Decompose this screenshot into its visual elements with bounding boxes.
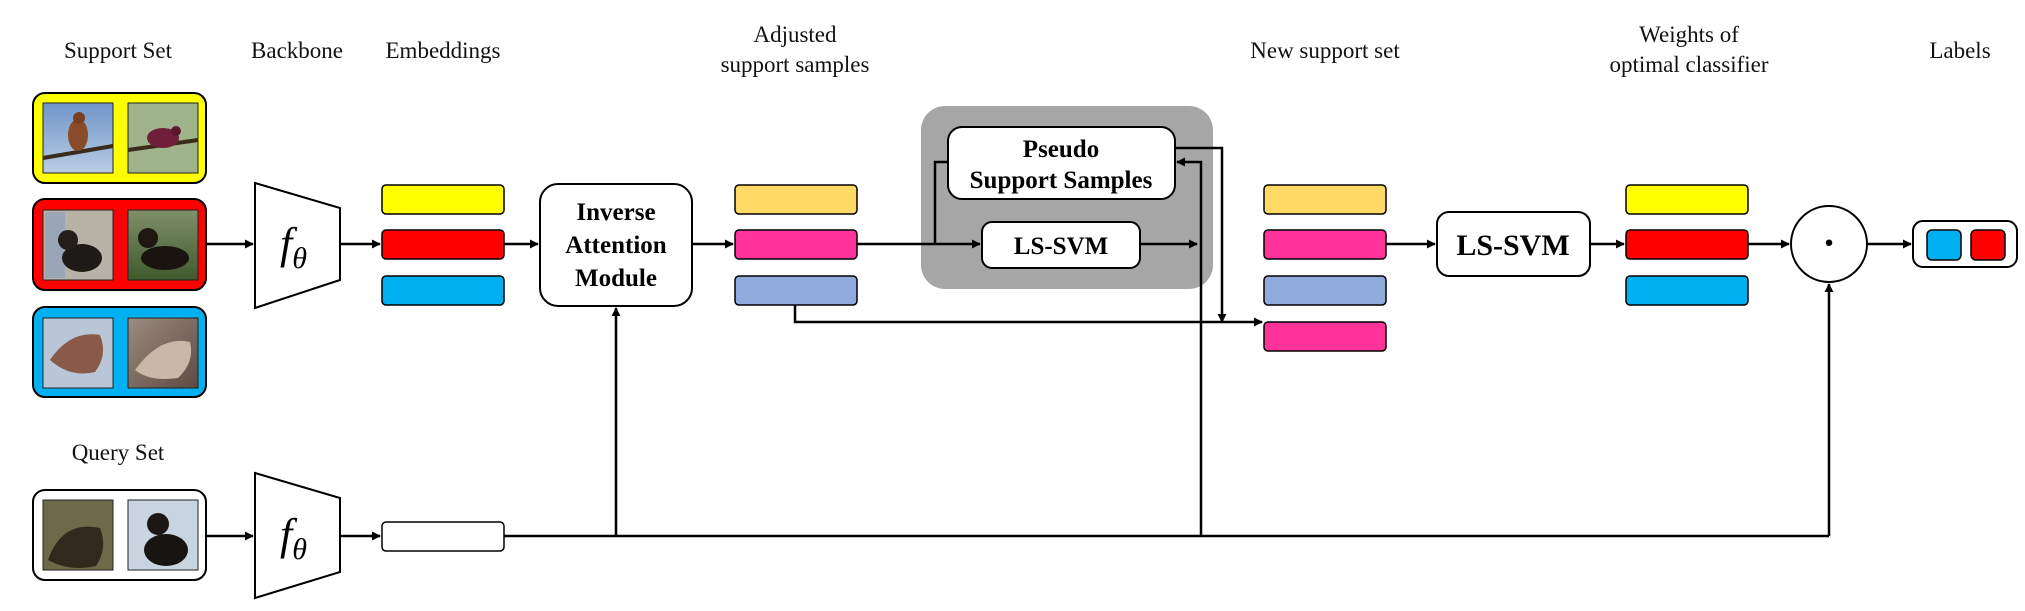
backbone-label: Backbone bbox=[251, 38, 343, 63]
adjusted-sample-bar bbox=[734, 229, 858, 260]
support-set-label: Support Set bbox=[64, 38, 173, 63]
pseudo-support-line1: Pseudo bbox=[1023, 136, 1099, 163]
ls-svm-inner-label: LS-SVM bbox=[1014, 233, 1108, 260]
inverse-attention-line1: Inverse bbox=[576, 199, 655, 226]
output-label-swatch bbox=[1970, 229, 2006, 261]
ls-svm-main-label: LS-SVM bbox=[1456, 229, 1569, 262]
adjusted-label-line1: Adjusted bbox=[753, 22, 837, 47]
classifier-weight-bar bbox=[1625, 229, 1749, 260]
dog-image bbox=[42, 209, 114, 281]
weights-label-line1: Weights of bbox=[1639, 22, 1739, 47]
pseudo-support-line2: Support Samples bbox=[970, 167, 1153, 194]
embeddings-label: Embeddings bbox=[386, 38, 501, 63]
output-labels-box bbox=[1912, 220, 2018, 268]
backbone-query: fθ bbox=[254, 471, 341, 600]
bird-image bbox=[127, 102, 199, 174]
query-set-group bbox=[32, 489, 207, 581]
dinosaur-image bbox=[127, 317, 199, 389]
inverse-attention-module: Inverse Attention Module bbox=[539, 183, 693, 307]
backbone-subscript: θ bbox=[292, 242, 307, 275]
adjusted-sample-bar bbox=[734, 275, 858, 306]
flow-arrows bbox=[206, 146, 1912, 541]
labels-label: Labels bbox=[1929, 38, 1990, 63]
new-support-bar bbox=[1263, 275, 1387, 306]
backbone-subscript: θ bbox=[292, 533, 307, 566]
embedding-bar bbox=[381, 229, 505, 260]
weights-label-line2: optimal classifier bbox=[1609, 52, 1768, 77]
inverse-attention-line3: Module bbox=[575, 265, 657, 292]
support-group-yellow bbox=[32, 92, 207, 184]
ls-svm-main-box: LS-SVM bbox=[1436, 211, 1591, 277]
classifier-weight-bar bbox=[1625, 275, 1749, 306]
query-set-label: Query Set bbox=[72, 440, 165, 465]
embedding-bar bbox=[381, 275, 505, 306]
dinosaur-image bbox=[42, 317, 114, 389]
new-support-bar bbox=[1263, 321, 1387, 352]
classifier-weights-stack bbox=[1625, 184, 1749, 306]
dot-product-operator: · bbox=[1790, 205, 1868, 283]
dog-image bbox=[127, 209, 199, 281]
embeddings-stack bbox=[381, 184, 505, 306]
new-support-set-label: New support set bbox=[1250, 38, 1400, 63]
dog-image bbox=[127, 499, 199, 571]
bird-image bbox=[42, 102, 114, 174]
dot-operator-symbol: · bbox=[1822, 220, 1835, 265]
dinosaur-image bbox=[42, 499, 114, 571]
new-support-bar bbox=[1263, 184, 1387, 215]
adjusted-samples-stack bbox=[734, 184, 858, 306]
ls-svm-inner-box: LS-SVM bbox=[981, 221, 1141, 269]
new-support-bar bbox=[1263, 229, 1387, 260]
classifier-weight-bar bbox=[1625, 184, 1749, 215]
support-group-blue bbox=[32, 306, 207, 398]
new-support-set-stack bbox=[1263, 184, 1387, 352]
embedding-bar bbox=[381, 184, 505, 215]
support-group-red bbox=[32, 198, 207, 291]
query-embedding-bar bbox=[381, 521, 505, 552]
pseudo-support-samples-box: Pseudo Support Samples bbox=[947, 126, 1176, 200]
inverse-attention-line2: Attention bbox=[565, 232, 666, 259]
backbone-support: fθ bbox=[254, 181, 341, 310]
adjusted-sample-bar bbox=[734, 184, 858, 215]
output-label-swatch bbox=[1926, 229, 1962, 261]
adjusted-label-line2: support samples bbox=[721, 52, 870, 77]
